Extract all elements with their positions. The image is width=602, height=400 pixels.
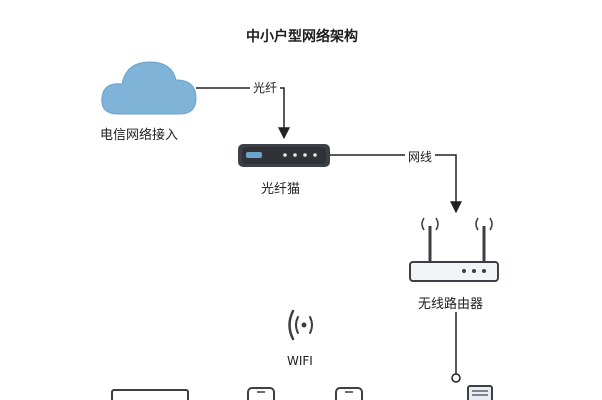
router-label: 无线路由器 xyxy=(418,297,484,312)
modem-label: 光纤猫 xyxy=(261,182,301,197)
ethernet-connector-label: 网线 xyxy=(405,148,436,165)
wireless-router-icon xyxy=(409,261,499,282)
connector-endpoint xyxy=(451,373,461,383)
wifi-label: WIFI xyxy=(287,354,313,368)
smartphone-icon xyxy=(335,387,363,400)
fiber-connector xyxy=(196,87,290,140)
diagram-title: 中小户型网络架构 xyxy=(246,29,358,45)
desktop-tower-icon xyxy=(467,385,493,400)
ethernet-connector xyxy=(330,154,462,214)
smartphone-icon xyxy=(247,387,275,400)
cloud-icon xyxy=(101,61,197,115)
fiber-modem-icon xyxy=(238,144,330,167)
cloud-label: 电信网络接入 xyxy=(100,128,179,143)
laptop-icon xyxy=(111,389,189,400)
fiber-connector-label: 光纤 xyxy=(250,79,281,96)
router-antenna-icon xyxy=(421,217,493,262)
wifi-icon xyxy=(288,309,313,341)
